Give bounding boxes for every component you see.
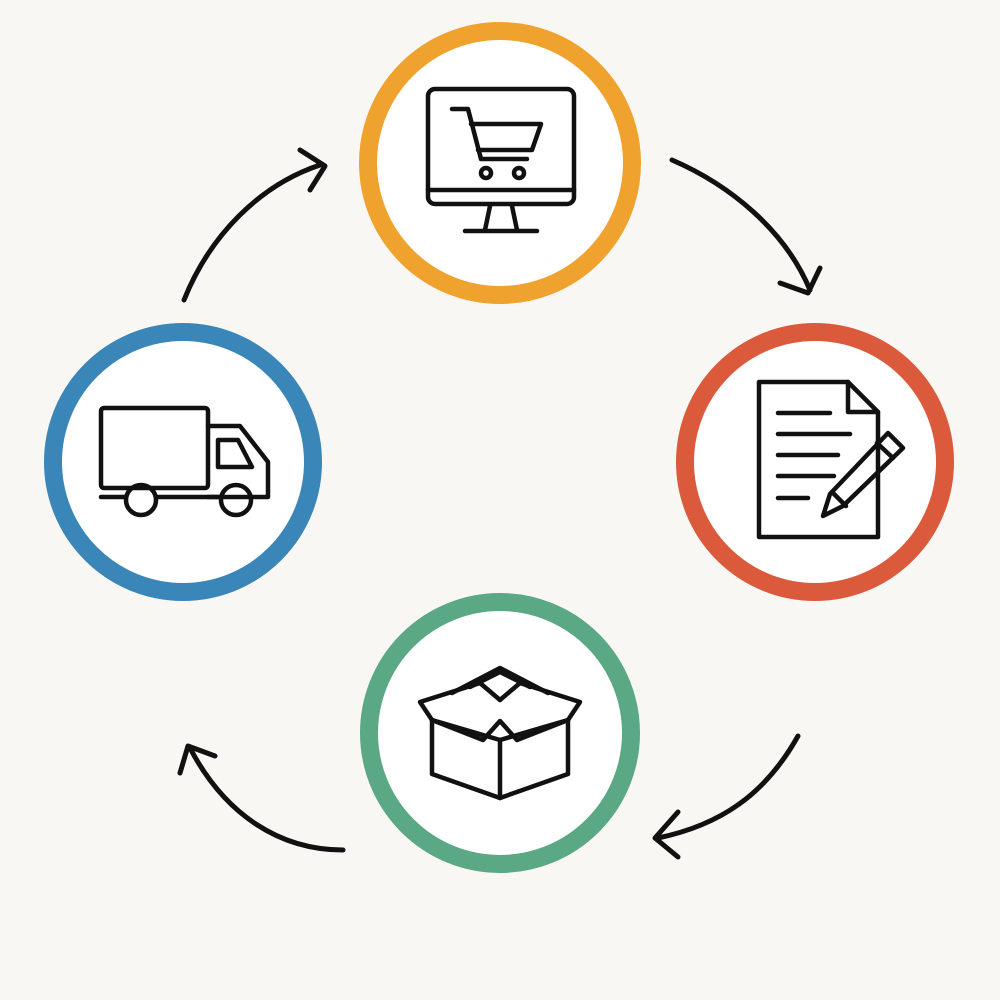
delivery-truck-icon xyxy=(98,405,271,518)
node-box-ring xyxy=(360,593,640,873)
node-truck-ring xyxy=(44,323,322,601)
arrow-box-to-truck xyxy=(177,743,346,853)
arrow-cart-to-document xyxy=(669,157,823,296)
shopping-cart-monitor-icon xyxy=(425,86,577,234)
node-cart xyxy=(359,22,641,304)
node-truck xyxy=(44,323,322,601)
arrow-truck-to-cart xyxy=(181,147,328,303)
node-cart-ring xyxy=(359,22,641,304)
node-box xyxy=(360,593,640,873)
arrow-document-to-box xyxy=(652,733,801,860)
node-document-ring xyxy=(676,323,954,601)
document-pencil-icon xyxy=(756,379,906,540)
open-box-icon xyxy=(417,665,583,801)
node-document xyxy=(676,323,954,601)
